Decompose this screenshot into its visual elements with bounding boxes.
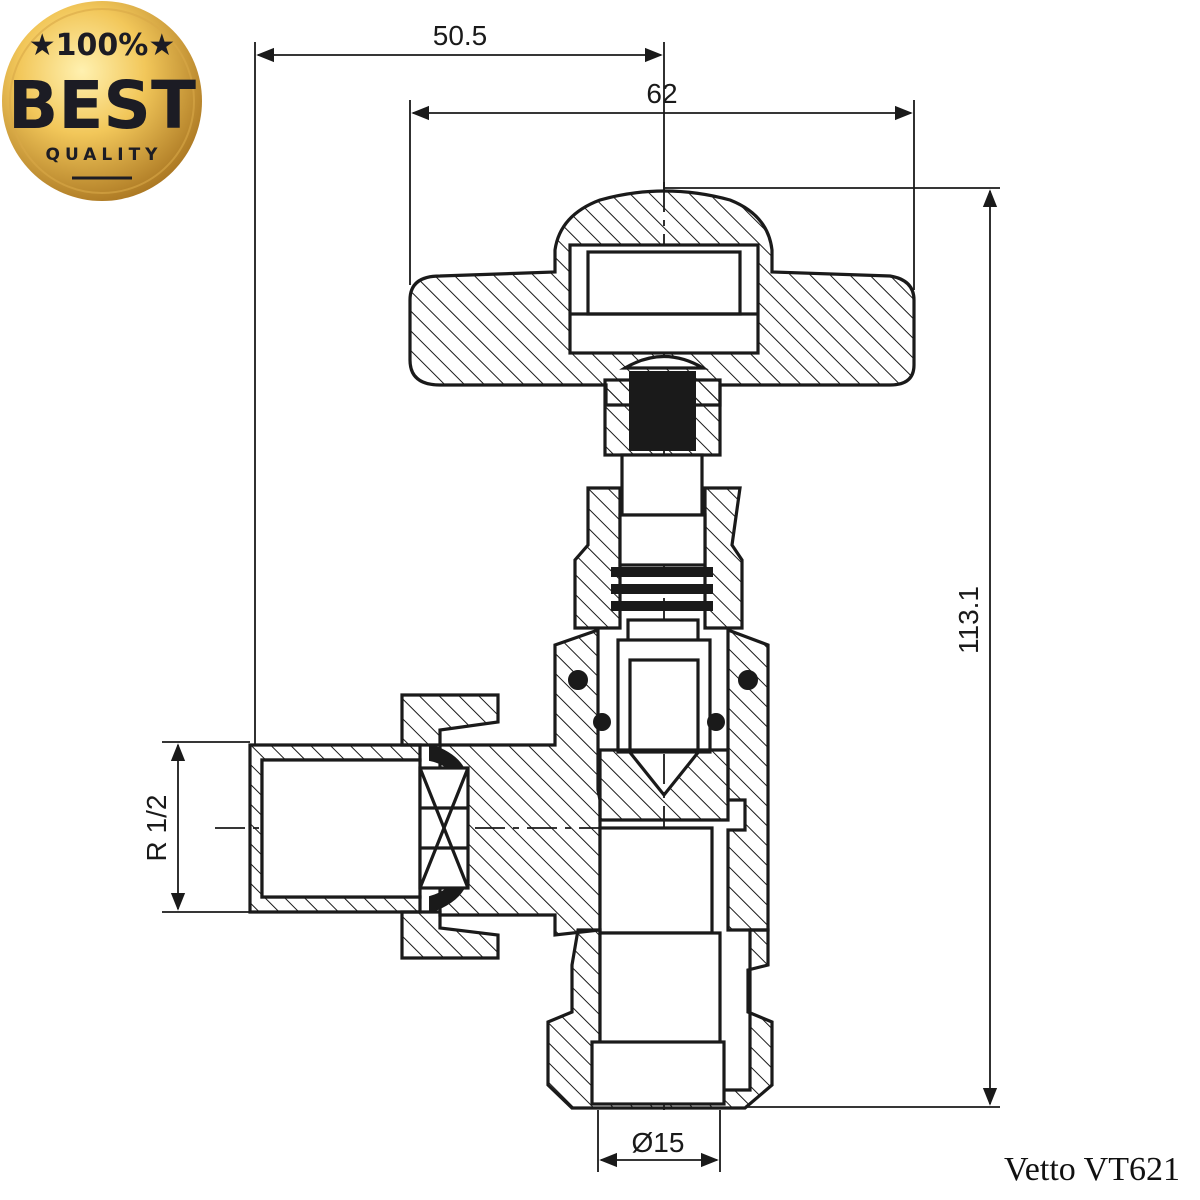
dim-offset-width: 50.5 bbox=[433, 20, 488, 51]
outlet-tailpiece bbox=[546, 928, 774, 1110]
dim-handle-width: 62 bbox=[646, 78, 677, 109]
model-label: Vetto VT621 bbox=[1004, 1151, 1180, 1188]
inlet-tailpiece bbox=[248, 693, 500, 960]
valve-body bbox=[438, 627, 770, 937]
badge-seal-icon bbox=[2, 1, 202, 201]
dim-inlet-thread: R 1/2 bbox=[141, 795, 172, 862]
quality-badge: ★100%★ BEST QUALITY bbox=[2, 1, 202, 201]
badge-top-text: ★100%★ bbox=[29, 28, 175, 63]
dim-outlet-diameter: Ø15 bbox=[632, 1127, 685, 1158]
badge-main-text: BEST bbox=[8, 67, 196, 144]
handle-hub bbox=[603, 371, 722, 517]
dimension-lines: 50.5 62 113.1 R 1/2 Ø15 bbox=[141, 20, 1000, 1172]
cross-handle bbox=[408, 189, 916, 407]
badge-sub-text: QUALITY bbox=[46, 145, 163, 165]
dim-overall-height: 113.1 bbox=[953, 586, 984, 654]
bonnet bbox=[573, 486, 744, 652]
valve-section-view bbox=[215, 182, 916, 1110]
